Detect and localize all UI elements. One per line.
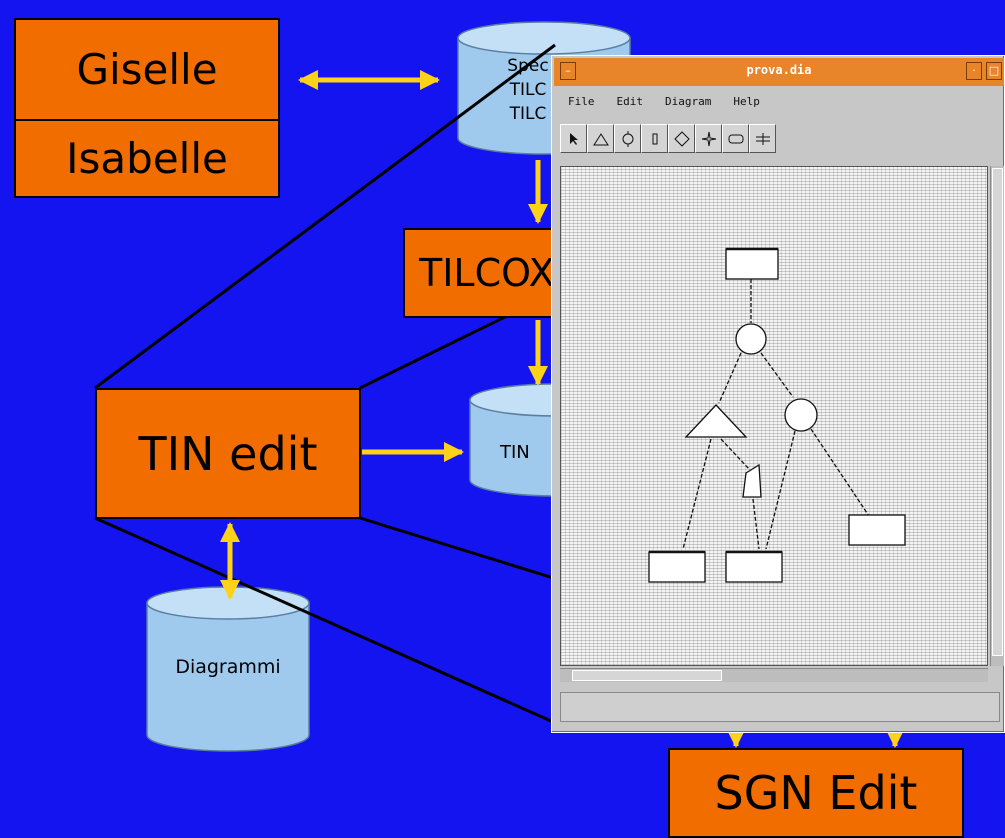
- maximize-button[interactable]: □: [986, 62, 1002, 80]
- giselle-label: Giselle: [76, 45, 218, 94]
- menu-bar: File Edit Diagram Help: [554, 88, 1004, 114]
- node-circle-1: [735, 323, 767, 355]
- diamond-tool-icon[interactable]: [668, 124, 695, 153]
- vertical-scrollbar[interactable]: [990, 166, 1004, 666]
- pointer-tool-icon[interactable]: [560, 124, 587, 153]
- menu-edit[interactable]: Edit: [616, 94, 644, 108]
- ellipse-tool-icon[interactable]: [722, 124, 749, 153]
- circle-tool-icon[interactable]: [614, 124, 641, 153]
- triangle-tool-icon[interactable]: [587, 124, 614, 153]
- tin-edit-box: TIN edit: [95, 388, 361, 519]
- spec-cylinder-label: Spec TILC TILC: [478, 54, 578, 126]
- spec-line-3: TILC: [509, 104, 547, 124]
- node-pentagon: [742, 463, 762, 498]
- split-tool-icon[interactable]: [749, 124, 776, 153]
- menu-diagram[interactable]: Diagram: [665, 94, 712, 108]
- tin-edit-label: TIN edit: [138, 426, 318, 481]
- isabelle-box: Isabelle: [14, 119, 280, 198]
- diagrammi-cylinder-label: Diagrammi: [175, 656, 281, 678]
- dia-editor-window: – prova.dia · □ File Edit Diagram Help: [551, 55, 1005, 733]
- window-titlebar[interactable]: – prova.dia · □: [554, 58, 1004, 86]
- diagram-editing-canvas[interactable]: [560, 166, 988, 666]
- window-menu-button[interactable]: –: [560, 62, 576, 80]
- tin-cylinder-label: TIN: [500, 442, 530, 463]
- node-bottom-right: [848, 514, 906, 546]
- sgn-edit-box: SGN Edit: [668, 748, 964, 838]
- menu-file[interactable]: File: [568, 94, 595, 108]
- menu-help[interactable]: Help: [733, 94, 760, 108]
- node-bottom-left: [648, 551, 706, 583]
- flow-arrows: [220, 70, 905, 748]
- node-top: [725, 248, 779, 280]
- tilcox-label: TILCOX: [419, 251, 555, 295]
- box-tool-icon[interactable]: [641, 124, 668, 153]
- isabelle-label: Isabelle: [66, 134, 228, 183]
- window-title: prova.dia: [746, 63, 812, 77]
- node-triangle: [684, 404, 748, 438]
- spec-line-1: Spec: [507, 56, 549, 76]
- status-bar: [560, 692, 1000, 722]
- spec-line-2: TILC: [509, 80, 547, 100]
- horizontal-scrollbar[interactable]: [560, 668, 988, 682]
- sgn-edit-label: SGN Edit: [714, 766, 918, 820]
- tree-diagram: [648, 247, 906, 583]
- star-tool-icon[interactable]: [695, 124, 722, 153]
- node-bottom-middle: [725, 551, 783, 583]
- giselle-box: Giselle: [14, 18, 280, 121]
- minimize-button[interactable]: ·: [966, 62, 982, 80]
- node-circle-2: [784, 398, 818, 432]
- tool-palette: [560, 124, 776, 153]
